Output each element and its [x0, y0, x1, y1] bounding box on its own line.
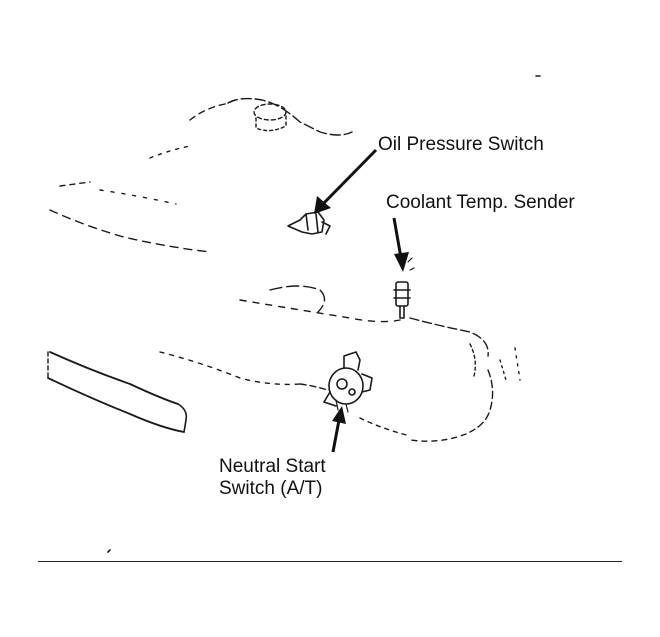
neutral-start-switch-label-line2: Switch (A/T) — [219, 478, 323, 499]
coolant-arrow-shaft — [392, 217, 403, 259]
neutral-start-switch-label: Neutral Start Switch (A/T) — [219, 456, 326, 500]
neutral-start-switch-part — [323, 351, 373, 413]
coolant-temp-sender-part — [393, 257, 415, 319]
engine-block-outline — [47, 75, 541, 553]
leader-arrows — [314, 148, 409, 453]
oil-pressure-arrow-head — [314, 196, 331, 214]
oil-pressure-switch-label: Oil Pressure Switch — [378, 134, 544, 155]
oil-pressure-arrow-shaft — [320, 148, 378, 207]
neutral-arrow-head — [332, 406, 346, 424]
coolant-arrow-head — [394, 252, 409, 272]
neutral-arrow-shaft — [331, 419, 341, 453]
coolant-temp-sender-label: Coolant Temp. Sender — [386, 192, 575, 213]
bottom-divider — [38, 561, 622, 562]
neutral-start-switch-label-line1: Neutral Start — [219, 456, 326, 477]
oil-pressure-switch-part — [287, 211, 331, 235]
